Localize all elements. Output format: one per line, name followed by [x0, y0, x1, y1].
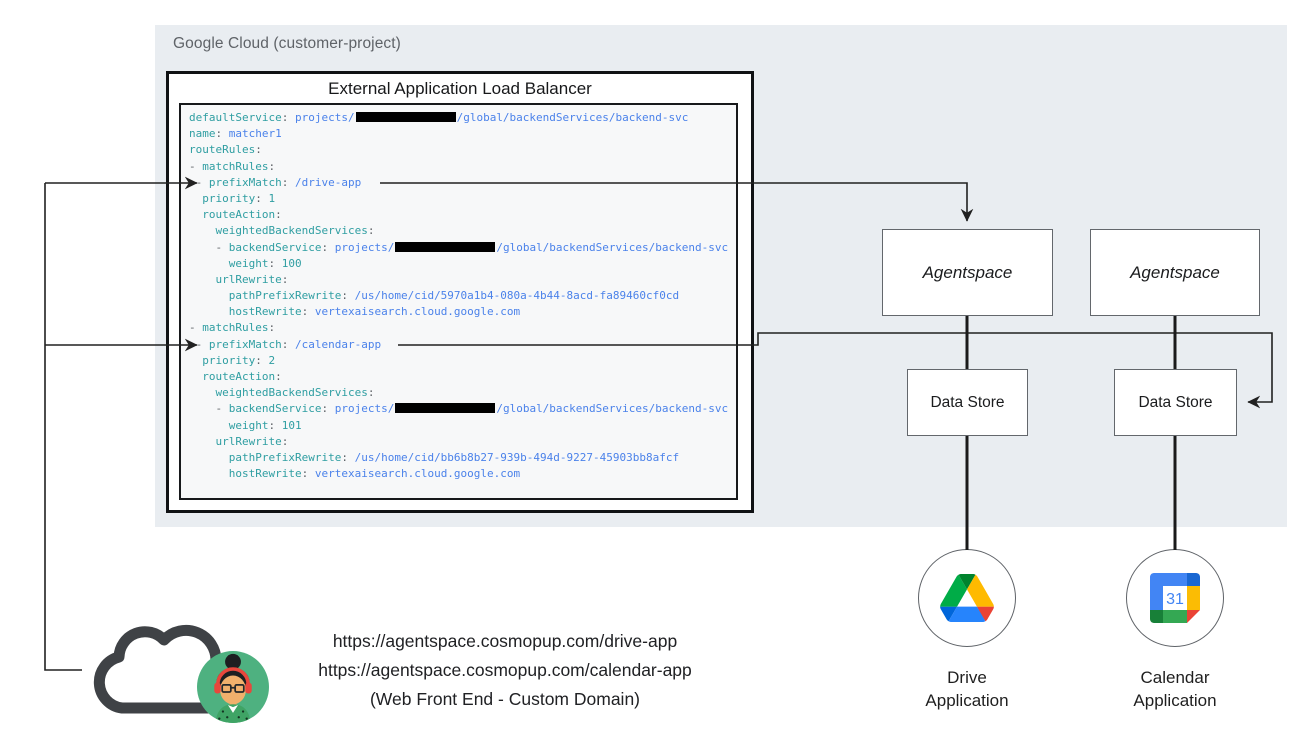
- drive-app-circle: [918, 549, 1016, 647]
- code-line: routeRules:: [189, 143, 262, 157]
- frontend-urls: https://agentspace.cosmopup.com/drive-ap…: [270, 627, 740, 714]
- datastore-box-2: Data Store: [1114, 369, 1237, 436]
- code-line: - backendService: projects//global/backe…: [189, 240, 729, 254]
- code-line: pathPrefixRewrite: /us/home/cid/5970a1b4…: [228, 289, 680, 303]
- datastore-box-1: Data Store: [907, 369, 1028, 436]
- user-request-line: [44, 183, 82, 671]
- calendar-icon: 31: [1150, 573, 1200, 623]
- code-line: weightedBackendServices:: [215, 386, 375, 400]
- redacted-project-id: [395, 403, 496, 414]
- code-line: hostRewrite: vertexaisearch.cloud.google…: [228, 467, 521, 481]
- load-balancer-title: External Application Load Balancer: [328, 79, 592, 98]
- code-line: weight: 100: [228, 256, 302, 270]
- google-cloud-panel-title: Google Cloud (customer-project): [173, 35, 401, 52]
- code-line: name: matcher1: [189, 127, 282, 141]
- drive-icon: [940, 574, 994, 622]
- code-line: urlRewrite:: [215, 434, 289, 448]
- code-line: - matchRules:: [189, 159, 276, 173]
- user-avatar-icon: [197, 651, 269, 728]
- redacted-project-id: [355, 112, 456, 122]
- datastore-2-label: Data Store: [1138, 393, 1213, 411]
- code-line: urlRewrite:: [215, 272, 289, 286]
- code-line: routeAction:: [202, 208, 282, 222]
- code-line: priority: 2: [202, 353, 276, 367]
- drive-app-label: Drive Application: [925, 668, 1009, 711]
- agentspace-box-2: Agentspace: [1090, 229, 1260, 316]
- code-line: - backendService: projects//global/backe…: [189, 402, 729, 416]
- code-line: weight: 101: [228, 418, 302, 432]
- code-line: routeAction:: [202, 370, 282, 383]
- calendar-app-circle: 31: [1126, 549, 1224, 647]
- lb-route-config-code: defaultService: projects//global/backend…: [179, 103, 738, 500]
- datastore-1-label: Data Store: [930, 393, 1005, 411]
- code-line: defaultService: projects//global/backend…: [189, 111, 689, 124]
- agentspace-box-1: Agentspace: [882, 229, 1053, 316]
- frontend-url-drive: https://agentspace.cosmopup.com/drive-ap…: [332, 631, 678, 651]
- frontend-url-calendar: https://agentspace.cosmopup.com/calendar…: [318, 660, 692, 680]
- code-line: hostRewrite: vertexaisearch.cloud.google…: [228, 305, 521, 319]
- calendar-app-label: Calendar Application: [1133, 668, 1217, 711]
- calendar-day-number: 31: [1166, 591, 1184, 608]
- code-line: pathPrefixRewrite: /us/home/cid/bb6b8b27…: [228, 450, 680, 464]
- code-line: priority: 1: [202, 191, 276, 205]
- code-line: weightedBackendServices:: [215, 224, 375, 238]
- code-line: - prefixMatch: /calendar-app: [189, 337, 382, 351]
- agentspace-1-label: Agentspace: [922, 262, 1013, 282]
- code-line: - matchRules:: [189, 321, 276, 335]
- code-line: - prefixMatch: /drive-app: [189, 175, 362, 189]
- redacted-project-id: [395, 241, 496, 252]
- agentspace-2-label: Agentspace: [1130, 262, 1220, 282]
- frontend-caption: (Web Front End - Custom Domain): [369, 689, 641, 709]
